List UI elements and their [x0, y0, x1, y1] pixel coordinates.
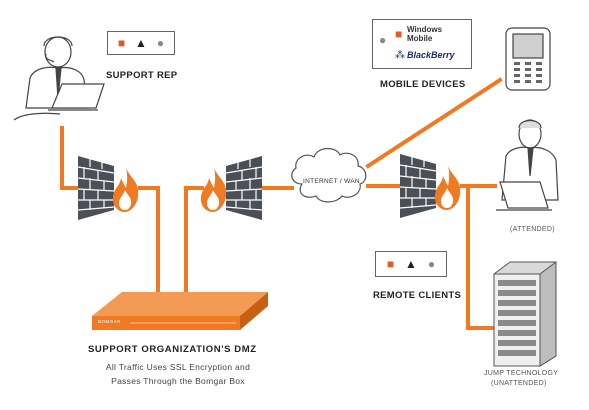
- apple-icon: ●: [156, 36, 165, 50]
- support-rep-os-box: ■ ▲ ●: [107, 31, 175, 55]
- firewall-3: [399, 154, 437, 218]
- connection-lines: [60, 77, 503, 330]
- flame-icon-1: [112, 168, 139, 212]
- firewall-1: [77, 156, 115, 220]
- flame-icon-2: [200, 168, 227, 212]
- line-firewall1-to-dmz: [138, 186, 160, 297]
- mobile-logos-box: ● ■ Windows Mobile ⁂ BlackBerry: [372, 19, 472, 69]
- mobile-devices-label: MOBILE DEVICES: [380, 79, 466, 90]
- phone-icon: [505, 27, 551, 91]
- linux-icon: ▲: [135, 36, 147, 50]
- line-cloud-to-mobile: [365, 77, 503, 169]
- bomgar-appliance-label: BOMGAR: [98, 319, 122, 324]
- windows-icon: ■: [117, 36, 126, 50]
- firewall-2: [225, 156, 263, 220]
- jump-unattended-label: (UNATTENDED): [491, 380, 547, 387]
- line-rep-to-firewall: [60, 126, 80, 190]
- dmz-description-line2: Passes Through the Bomgar Box: [111, 376, 245, 386]
- support-rep-person-icon: [13, 36, 105, 121]
- internet-label: INTERNET / WAN: [303, 178, 360, 185]
- attended-person-icon: [496, 119, 559, 211]
- attended-label: (ATTENDED): [510, 226, 555, 233]
- bomgar-appliance-icon: [92, 292, 268, 330]
- jump-technology-label: JUMP TECHNOLOGY: [484, 370, 559, 377]
- blackberry-logo: BlackBerry: [407, 50, 455, 60]
- flame-icon-3: [434, 166, 461, 210]
- server-rack-icon: [493, 261, 557, 367]
- apple-icon: ●: [427, 257, 436, 271]
- remote-clients-os-box: ■ ▲ ●: [375, 251, 447, 277]
- dmz-title: SUPPORT ORGANIZATION'S DMZ: [88, 344, 257, 355]
- apple-icon: ●: [379, 33, 387, 47]
- line-dmz-to-firewall2: [184, 186, 204, 297]
- windows-mobile-logo-sub: Mobile: [407, 34, 433, 43]
- blackberry-icon: ⁂: [395, 50, 405, 61]
- windows-icon: ■: [386, 257, 395, 271]
- support-rep-label: SUPPORT REP: [106, 70, 178, 81]
- windows-mobile-logo: Windows: [407, 25, 443, 34]
- linux-icon: ▲: [405, 257, 417, 271]
- remote-clients-label: REMOTE CLIENTS: [373, 290, 462, 301]
- cloud-icon: [291, 147, 367, 203]
- windows-icon: ■: [395, 27, 403, 41]
- line-bus-to-jump: [466, 184, 497, 330]
- dmz-description-line1: All Traffic Uses SSL Encryption and: [105, 362, 251, 372]
